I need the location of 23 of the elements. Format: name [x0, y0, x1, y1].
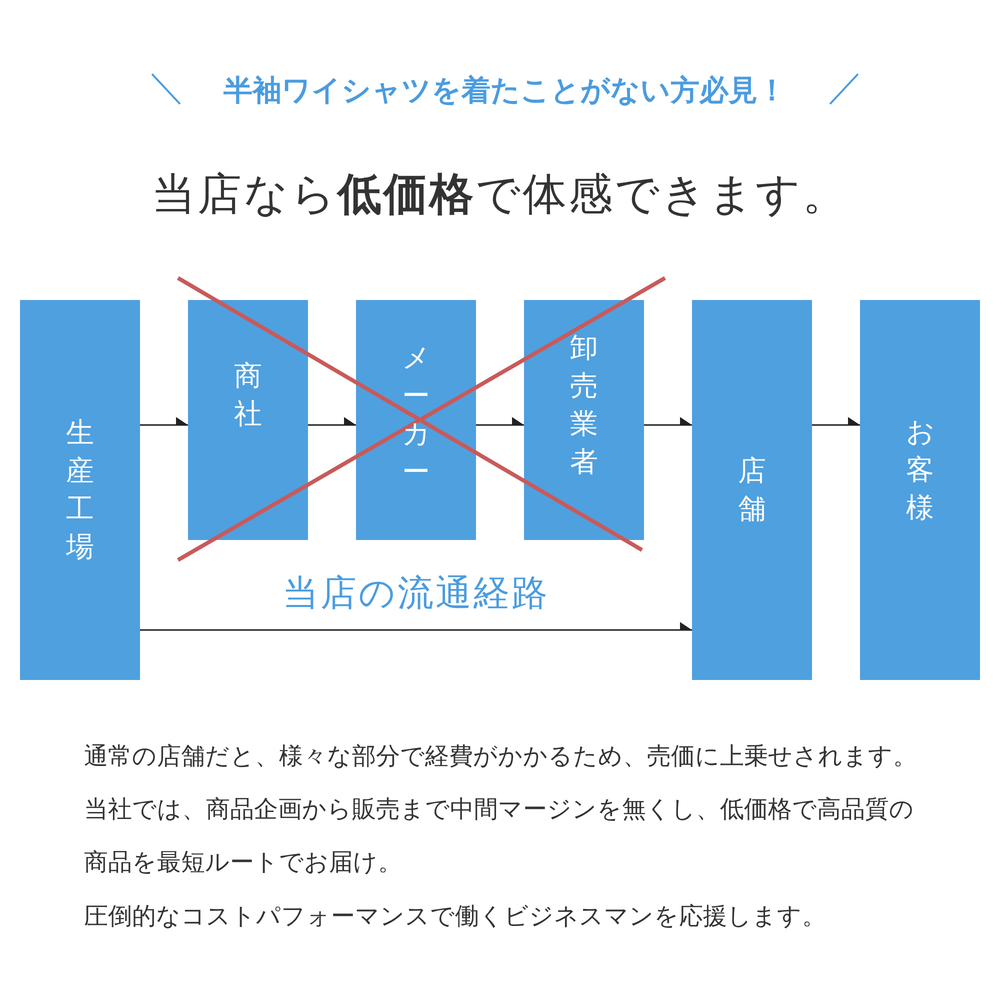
flow-box: [188, 300, 308, 540]
body-text: 通常の店舗だと、様々な部分で経費がかかるため、売価に上乗せされます。当社では、商品企画から販売まで中間マージンを無くし、低価格で高品質の商品を最短ルートでお届け。: [84, 741, 918, 878]
flow-box: [860, 300, 980, 680]
box-label: 商社: [234, 358, 262, 432]
box-label: メーカー: [402, 340, 430, 490]
arrow: [140, 417, 188, 426]
arrow: [644, 417, 692, 426]
arrow: [140, 622, 692, 631]
flow-box: [524, 300, 644, 540]
box-label: 生産工場: [66, 415, 94, 565]
edge-label: 当店の流通経路: [282, 572, 550, 616]
body-text: 圧倒的なコストパフォーマンスで働くビジネスマンを応援します。: [84, 901, 827, 932]
box-label: 店舗: [738, 453, 766, 527]
box-label: お客様: [906, 414, 934, 526]
flow-box: [356, 300, 476, 540]
flow-box: [692, 300, 812, 680]
headline: 当店なら低価格で体感できます。: [150, 168, 850, 222]
box-label: 卸売業者: [570, 330, 598, 480]
subheading: 半袖ワイシャツを着たことがない方必見！: [222, 72, 788, 109]
flow-box: [20, 300, 140, 680]
arrow: [476, 417, 524, 426]
arrow: [812, 417, 860, 426]
arrow: [308, 417, 356, 426]
